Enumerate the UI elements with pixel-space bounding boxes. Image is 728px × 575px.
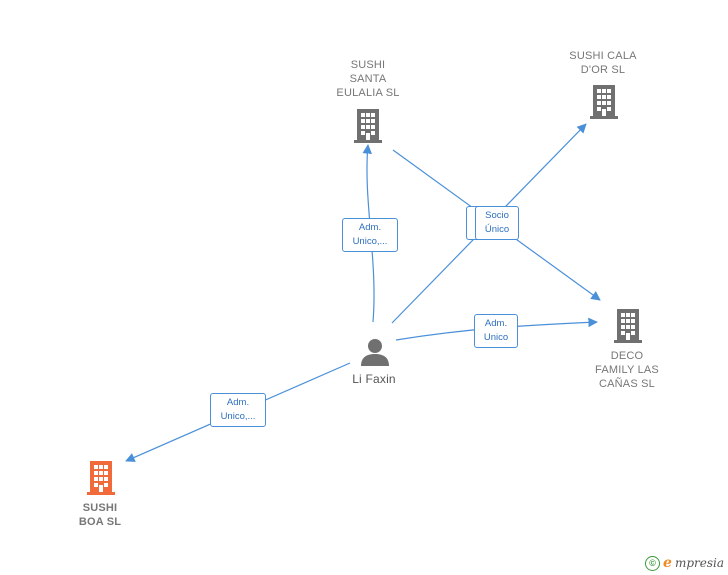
node-label-deco: DECO FAMILY LAS CAÑAS SL (595, 350, 659, 390)
brand-logo-text: mpresia (674, 556, 724, 570)
node-label-sushi-boa: SUSHI BOA SL (78, 502, 122, 528)
brand-logo-initial: e (663, 555, 672, 571)
building-icon[interactable] (352, 108, 384, 149)
building-icon[interactable] (85, 460, 117, 501)
person-icon[interactable] (359, 337, 391, 372)
edge-label-socio-unico[interactable]: Socio Único (475, 206, 519, 240)
edge-label-to-santa[interactable]: Adm. Unico,... (342, 218, 398, 252)
copyright-icon: © (645, 555, 661, 571)
node-label-li-faxin: Li Faxin (352, 372, 396, 386)
edge-label-to-deco[interactable]: Adm. Unico (474, 314, 518, 348)
node-label-sushi-cala: SUSHI CALA D'OR SL (569, 50, 637, 76)
edge-label-to-boa[interactable]: Adm. Unico,... (210, 393, 266, 427)
node-label-sushi-santa: SUSHI SANTA EULALIA SL (336, 59, 400, 99)
building-icon[interactable] (612, 308, 644, 349)
building-icon[interactable] (588, 84, 620, 125)
